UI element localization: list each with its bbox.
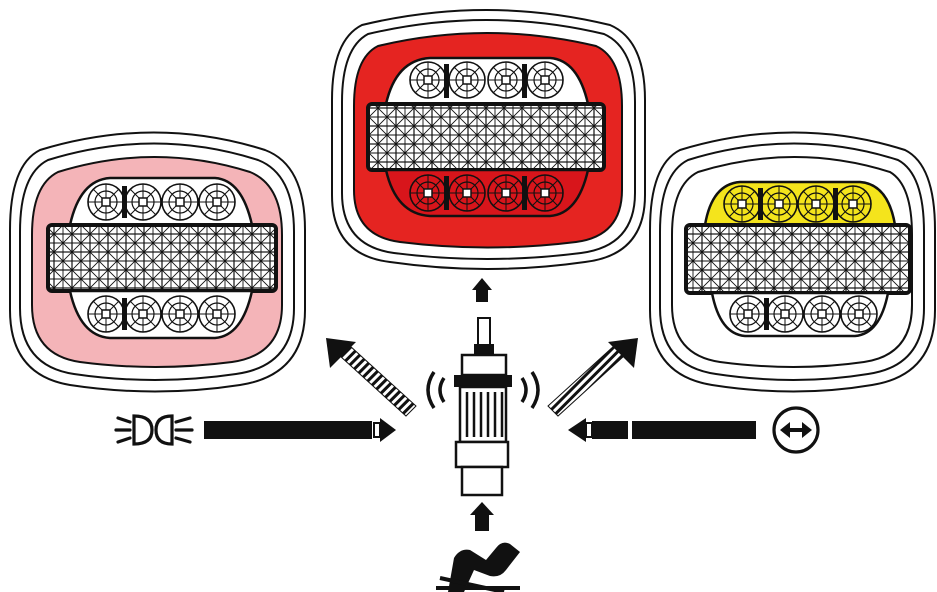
position-light-icon bbox=[114, 414, 194, 446]
lamp-brake-light bbox=[331, 9, 646, 270]
connector-plug-icon bbox=[426, 317, 540, 497]
vibration-left-icon bbox=[426, 371, 446, 409]
lamp-position-light bbox=[9, 131, 306, 393]
arrow-up-to-brake-lamp bbox=[472, 278, 492, 302]
vibration-right-icon bbox=[520, 371, 540, 409]
arrow-diagonal-to-indicator-lamp bbox=[547, 338, 638, 417]
lamp-turn-indicator bbox=[649, 131, 936, 393]
turn-indicator-icon bbox=[772, 406, 820, 454]
arrow-from-turn-indicator bbox=[568, 418, 756, 442]
arrow-diagonal-to-position-lamp bbox=[326, 338, 417, 417]
brake-pedal-icon bbox=[436, 542, 520, 592]
arrow-from-position-light bbox=[204, 418, 396, 442]
arrow-from-brake-pedal bbox=[470, 502, 494, 531]
